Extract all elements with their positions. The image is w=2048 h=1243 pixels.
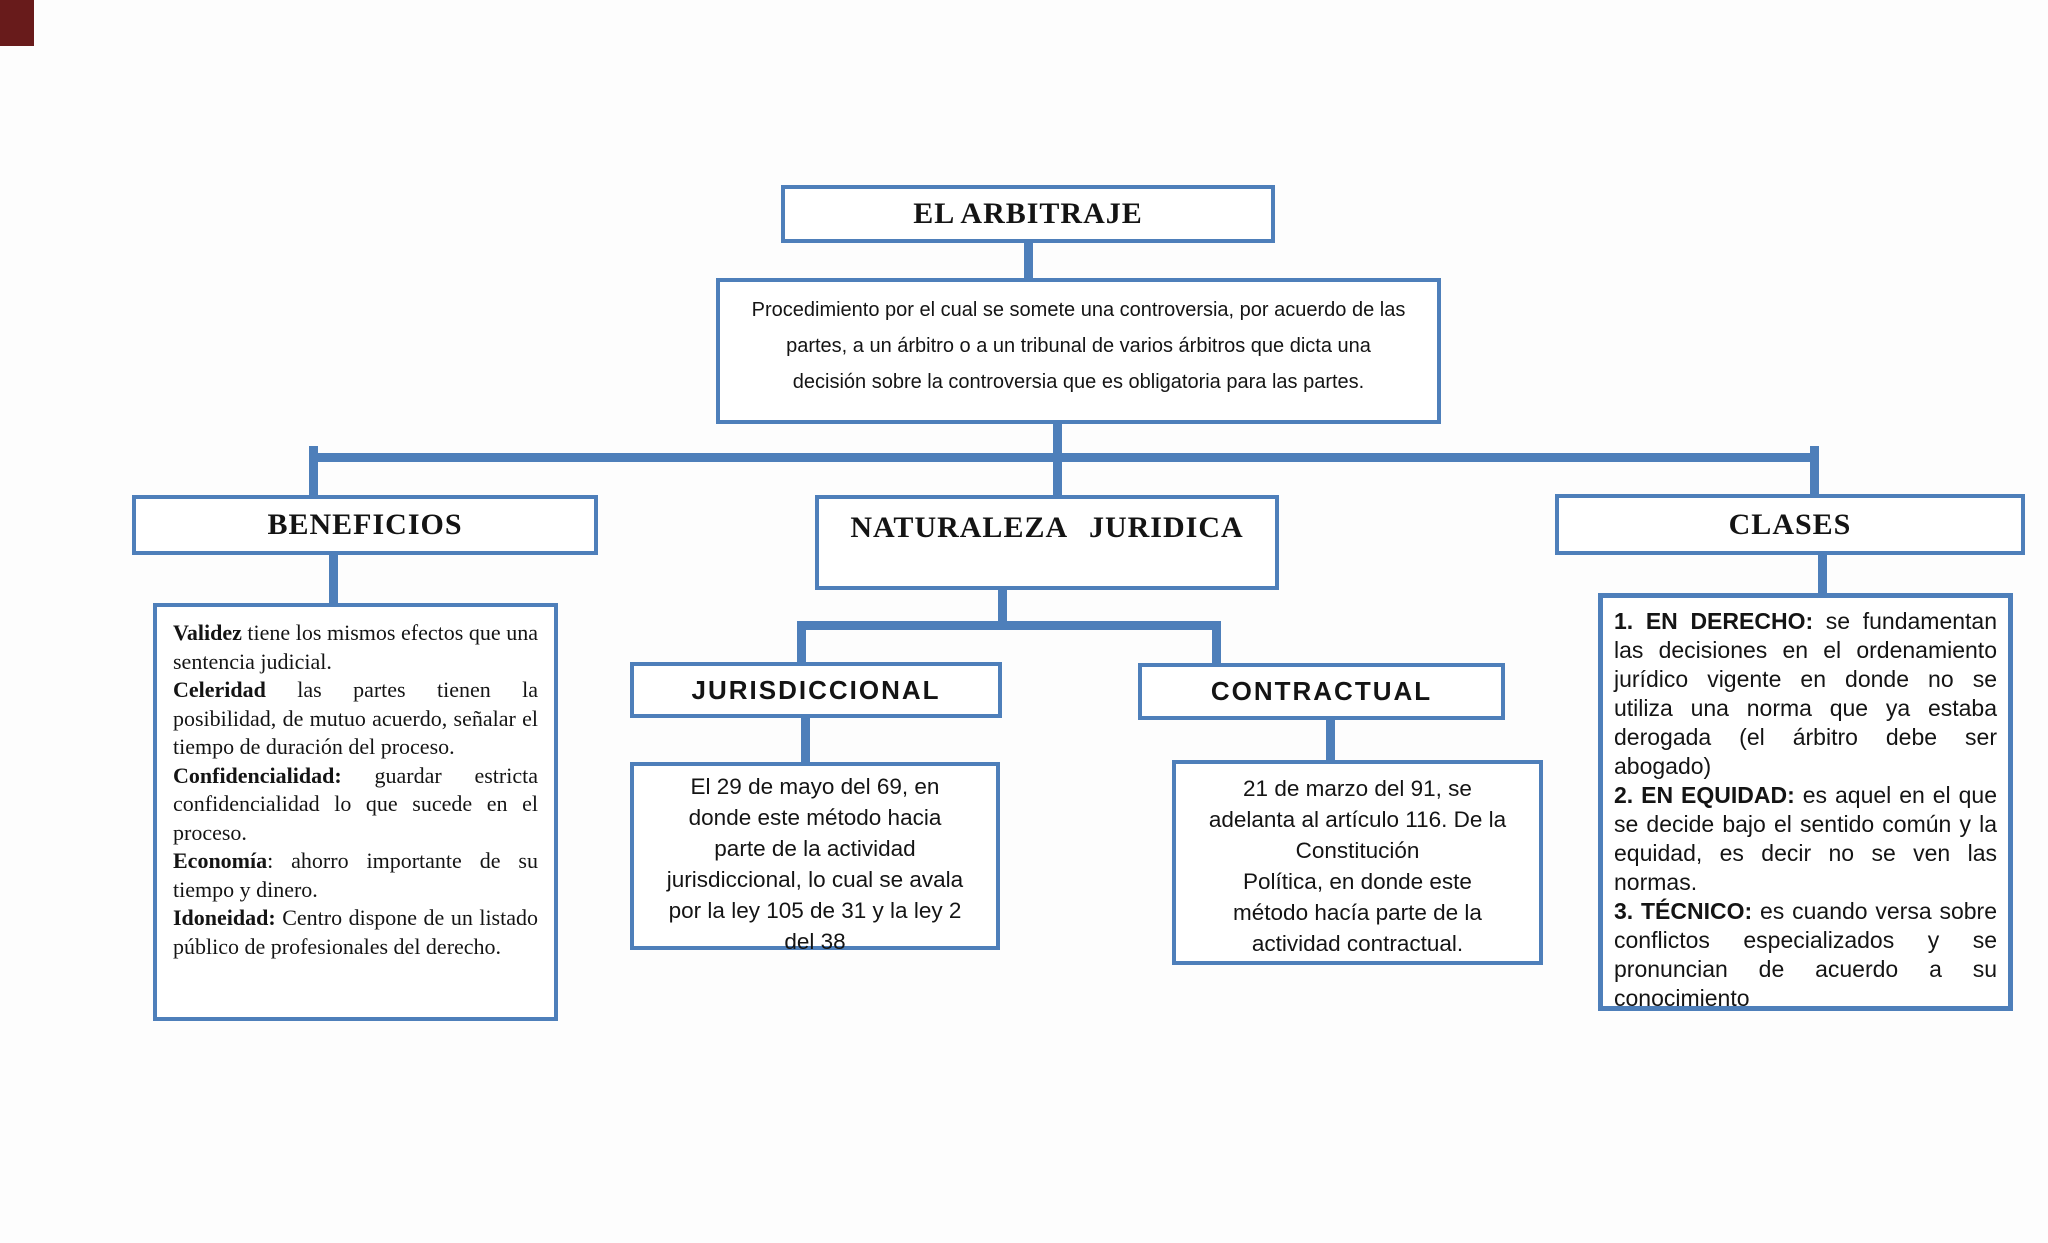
term-item: Idoneidad: Centro dispone de un listado … bbox=[173, 905, 538, 959]
term-item: Validez tiene los mismos efectos que una… bbox=[173, 620, 538, 674]
beneficios-content-node: Validez tiene los mismos efectos que una… bbox=[153, 603, 558, 1021]
connector-beneficios-to-content bbox=[329, 553, 338, 605]
connector-clases-to-content bbox=[1818, 553, 1827, 595]
connector-jurisdiccional-to-content bbox=[801, 716, 810, 764]
screen-corner-artifact bbox=[0, 0, 34, 46]
clases-content-node: 1. EN DERECHO: se fundamentan las decisi… bbox=[1598, 593, 2013, 1011]
connector-rail-to-jurisdiccional bbox=[797, 621, 806, 666]
branch-node-clases: CLASES bbox=[1555, 494, 2025, 555]
clases-title: CLASES bbox=[1728, 507, 1852, 541]
term-item: 2. EN EQUIDAD: es aquel en el que se dec… bbox=[1614, 782, 1997, 895]
term-item: Economía: ahorro importante de su tiempo… bbox=[173, 848, 538, 902]
term-item: 3. TÉCNICO: es cuando versa sobre confli… bbox=[1614, 898, 1997, 1011]
jurisdiccional-title: JURISDICCIONAL bbox=[691, 674, 941, 705]
naturaleza-title: NATURALEZA JURIDICA bbox=[850, 511, 1244, 544]
contractual-title: CONTRACTUAL bbox=[1210, 676, 1433, 706]
connector-title-to-definition bbox=[1024, 242, 1033, 282]
connector-child-rail bbox=[797, 621, 1221, 630]
branch-node-naturaleza-juridica: NATURALEZA JURIDICA bbox=[815, 495, 1279, 590]
connector-rail-to-contractual bbox=[1212, 621, 1221, 667]
jurisdiccional-content-node: El 29 de mayo del 69, en donde este méto… bbox=[630, 762, 1000, 954]
sub-node-contractual: CONTRACTUAL bbox=[1138, 663, 1505, 720]
beneficios-title: BENEFICIOS bbox=[267, 508, 463, 541]
branch-node-beneficios: BENEFICIOS bbox=[132, 495, 598, 555]
root-title: EL ARBITRAJE bbox=[913, 197, 1143, 230]
definition-text: Procedimiento por el cual se somete una … bbox=[751, 299, 1406, 393]
term-item: Celeridad las partes tienen la posibilid… bbox=[173, 677, 538, 759]
root-node-el-arbitraje: EL ARBITRAJE bbox=[781, 185, 1275, 243]
contractual-content-node: 21 de marzo del 91, se adelanta al artíc… bbox=[1172, 760, 1543, 965]
connector-rail-to-clases bbox=[1810, 446, 1819, 496]
connector-rail-to-beneficios bbox=[309, 446, 318, 497]
definition-node: Procedimiento por el cual se somete una … bbox=[716, 278, 1441, 424]
term-item: Confidencialidad: guardar estricta confi… bbox=[173, 762, 538, 845]
term-item: 1. EN DERECHO: se fundamentan las decisi… bbox=[1614, 608, 1997, 779]
connector-contractual-to-content bbox=[1326, 718, 1335, 762]
connector-main-rail bbox=[309, 453, 1819, 462]
connector-naturaleza-stub bbox=[998, 588, 1007, 626]
sub-node-jurisdiccional: JURISDICCIONAL bbox=[630, 662, 1002, 718]
